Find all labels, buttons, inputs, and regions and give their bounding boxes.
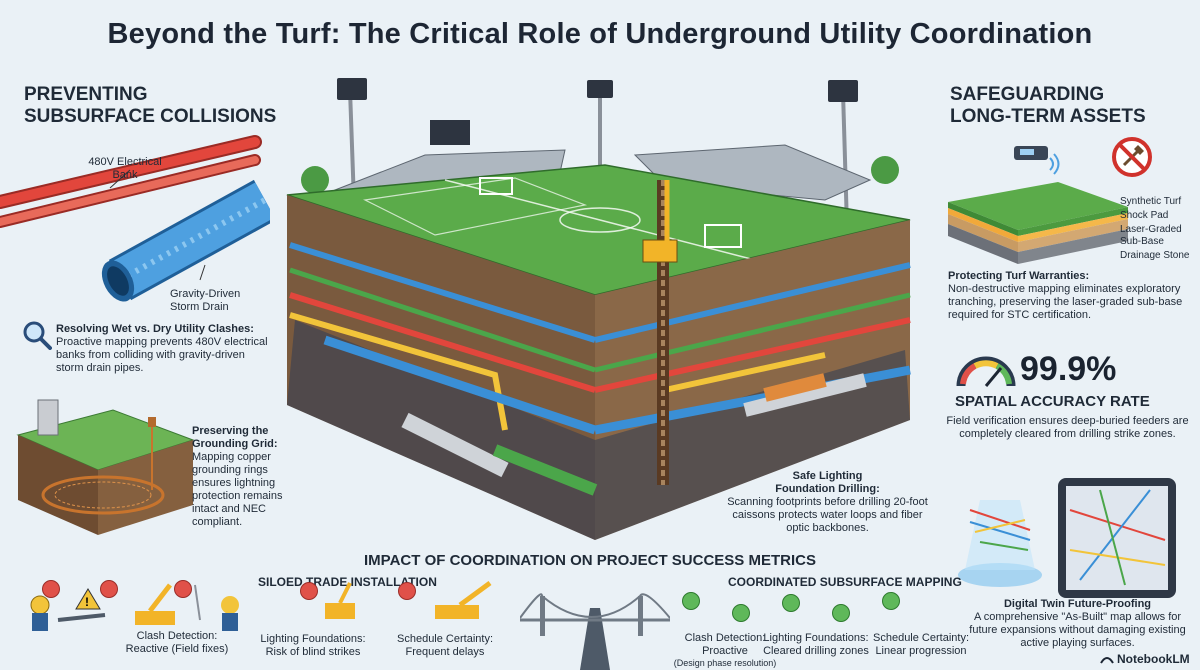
electrical-bank-label-line-2: Bank — [112, 169, 138, 181]
clash-title: Resolving Wet vs. Dry Utility Clashes: — [56, 323, 254, 335]
right-heading-line-1: SAFEGUARDING — [950, 84, 1105, 105]
storm-drain-label: Gravity-Driven Storm Drain — [170, 288, 270, 314]
scanner-device-icon — [1010, 140, 1060, 180]
storm-drain-pipe — [101, 179, 270, 302]
siloed-metric-lighting: Lighting Foundations: Risk of blind stri… — [248, 633, 378, 659]
coordinated-metric-schedule: Schedule Certainty: Linear progression — [866, 632, 976, 658]
coordinated-status-dot — [682, 592, 700, 610]
drilling-description: Safe Lighting Foundation Drilling: Scann… — [720, 470, 935, 535]
siloed-clash-value: Reactive (Field fixes) — [125, 643, 229, 655]
no-digging-icon — [1110, 135, 1154, 179]
siloed-lighting-value: Risk of blind strikes — [265, 646, 361, 658]
left-heading-line-2: SUBSURFACE COLLISIONS — [24, 106, 277, 127]
drilling-text: Scanning footprints before drilling 20-f… — [727, 496, 928, 534]
bridge-icon — [520, 578, 670, 670]
coordinated-schedule-label: Schedule Certainty: — [873, 632, 969, 644]
siloed-status-dot — [398, 582, 416, 600]
notebooklm-brand: NotebookLM — [1117, 652, 1190, 666]
coordinated-schedule-value: Linear progression — [875, 645, 967, 657]
turf-layer-diagram — [948, 172, 1128, 267]
pipe-clash-illustration — [0, 130, 270, 320]
notebooklm-logo-icon — [1100, 653, 1114, 665]
siloed-status-dot — [174, 580, 192, 598]
coordinated-clash-label: Clash Detection: — [684, 632, 766, 644]
right-heading: SAFEGUARDING LONG-TERM ASSETS — [950, 84, 1146, 128]
siloed-schedule-label: Schedule Certainty: — [397, 633, 493, 645]
layer-label-sub-base: Laser-Graded Sub-Base — [1120, 224, 1182, 247]
accuracy-text: Field verification ensures deep-buried f… — [946, 415, 1189, 440]
digital-twin-illustration — [940, 470, 1180, 600]
layer-label-drainage-stone: Drainage Stone — [1120, 250, 1190, 261]
coordinated-status-dot — [732, 604, 750, 622]
digital-twin-title: Digital Twin Future-Proofing — [1003, 598, 1152, 610]
metrics-heading: IMPACT OF COORDINATION ON PROJECT SUCCES… — [364, 552, 816, 569]
coordinated-lighting-value: Cleared drilling zones — [763, 645, 869, 657]
layer-label-shock-pad: Shock Pad — [1120, 210, 1169, 221]
coordinated-clash-value: Proactive — [702, 645, 748, 657]
coordinated-clash-note: (Design phase resolution) — [673, 658, 777, 668]
turf-layer-labels: Synthetic Turf Shock Pad Laser-Graded Su… — [1120, 196, 1200, 262]
grounding-title-line-2: Grounding Grid: — [192, 438, 278, 450]
caisson-drill — [642, 180, 678, 485]
right-face-utility-pipes — [594, 262, 911, 435]
storm-drain-label-line-2: Storm Drain — [170, 301, 229, 313]
warranty-title: Protecting Turf Warranties: — [948, 270, 1090, 282]
siloed-lighting-label: Lighting Foundations: — [260, 633, 366, 645]
grounding-description: Preserving the Grounding Grid: Mapping c… — [192, 425, 292, 529]
siloed-metric-schedule: Schedule Certainty: Frequent delays — [380, 633, 510, 659]
grounding-text: Mapping copper grounding rings ensures l… — [192, 451, 283, 528]
siloed-status-dot — [100, 580, 118, 598]
grounding-title-line-1: Preserving the — [192, 425, 269, 437]
coordinated-status-dot — [882, 592, 900, 610]
coordinated-metric-lighting: Lighting Foundations: Cleared drilling z… — [762, 632, 870, 658]
coordinated-heading: COORDINATED SUBSURFACE MAPPING — [728, 575, 962, 589]
right-heading-line-2: LONG-TERM ASSETS — [950, 106, 1146, 127]
clash-text: Proactive mapping prevents 480V electric… — [56, 336, 268, 374]
digital-twin-text: A comprehensive "As-Built" map allows fo… — [969, 611, 1186, 649]
siloed-metric-clash: Clash Detection: Reactive (Field fixes) — [112, 630, 242, 656]
left-heading: PREVENTING SUBSURFACE COLLISIONS — [24, 84, 276, 128]
accuracy-label: SPATIAL ACCURACY RATE — [955, 393, 1150, 410]
coordinated-status-dot — [832, 604, 850, 622]
warranty-description: Protecting Turf Warranties: Non-destruct… — [948, 270, 1193, 322]
storm-drain-label-line-1: Gravity-Driven — [170, 288, 241, 300]
siloed-icons: ! — [10, 575, 520, 635]
siloed-status-dot — [42, 580, 60, 598]
coordinated-lighting-label: Lighting Foundations: — [763, 632, 869, 644]
siloed-schedule-value: Frequent delays — [405, 646, 485, 658]
digital-twin-description: Digital Twin Future-Proofing A comprehen… — [960, 598, 1195, 650]
drilling-title-line-2: Foundation Drilling: — [775, 483, 880, 495]
warranty-text: Non-destructive mapping eliminates explo… — [948, 283, 1183, 321]
magnifier-icon — [22, 320, 52, 350]
siloed-status-dot — [300, 582, 318, 600]
layer-label-synthetic-turf: Synthetic Turf — [1120, 196, 1182, 207]
stadium-cutaway-illustration — [265, 70, 945, 550]
page-title: Beyond the Turf: The Critical Role of Un… — [107, 18, 1093, 50]
left-face-utility-pipes — [289, 242, 598, 496]
clash-description: Resolving Wet vs. Dry Utility Clashes: P… — [56, 323, 271, 375]
accuracy-gauge-icon — [955, 350, 1017, 390]
coordinated-status-dot — [782, 594, 800, 612]
left-heading-line-1: PREVENTING — [24, 84, 148, 105]
grounding-grid-illustration — [8, 395, 198, 540]
svg-text:!: ! — [85, 595, 89, 609]
siloed-clash-label: Clash Detection: — [136, 630, 218, 642]
drilling-title-line-1: Safe Lighting — [792, 470, 863, 482]
electrical-bank-label-line-1: 480V Electrical — [88, 156, 162, 168]
accuracy-value: 99.9% — [1020, 350, 1117, 388]
electrical-bank-label: 480V Electrical Bank — [75, 156, 175, 182]
coordinated-metric-clash: Clash Detection: Proactive (Design phase… — [665, 632, 785, 668]
